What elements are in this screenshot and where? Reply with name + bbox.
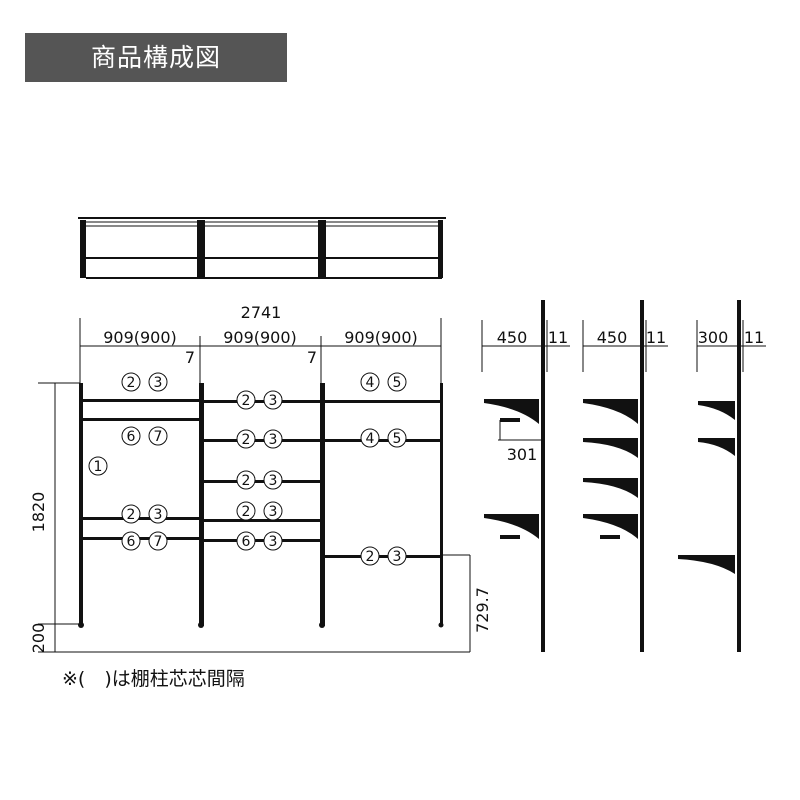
height-label: 1820 [29,492,48,533]
svg-text:2: 2 [242,504,251,520]
plan-view [78,217,446,279]
part-label-texts: 2 3 6 7 1 2 3 6 7 2 3 2 3 2 3 2 3 6 3 4 5 4 5 2 3 [94,375,402,565]
svg-text:2: 2 [127,375,136,391]
svg-text:6: 6 [242,534,251,550]
svg-text:6: 6 [127,534,136,550]
svg-text:3: 3 [269,504,278,520]
svg-text:3: 3 [154,375,163,391]
side3-depth-label: 300 [698,328,729,347]
svg-text:5: 5 [393,375,402,391]
page-title: 商品構成図 [25,33,287,82]
svg-text:7: 7 [154,534,163,550]
svg-text:4: 4 [366,431,375,447]
svg-text:3: 3 [269,432,278,448]
svg-text:2: 2 [366,549,375,565]
svg-text:3: 3 [393,549,402,565]
side2-depth-label: 450 [597,328,628,347]
front-view [78,383,444,628]
svg-text:5: 5 [393,431,402,447]
svg-text:3: 3 [154,507,163,523]
svg-text:4: 4 [366,375,375,391]
front-dimensions [38,318,471,653]
side-view-1 [481,300,570,652]
svg-text:3: 3 [269,393,278,409]
svg-text:6: 6 [127,429,136,445]
bay-width-label-2: 909(900) [223,328,297,347]
bay-width-label-1: 909(900) [103,328,177,347]
side2-thickness-label: 11 [646,328,666,347]
gap-label-2: 7 [307,348,317,367]
footnote: ※( )は棚柱芯芯間隔 [62,668,245,690]
side-view-2 [582,300,668,652]
svg-text:3: 3 [269,534,278,550]
side1-extra-label: 301 [507,445,538,464]
svg-text:1: 1 [94,459,103,475]
shelf-height-label: 729.7 [473,587,492,633]
bay-width-label-3: 909(900) [344,328,418,347]
gap-label-1: 7 [185,348,195,367]
svg-text:2: 2 [127,507,136,523]
overall-width-label: 2741 [241,303,282,322]
svg-text:2: 2 [242,473,251,489]
side-view-3 [678,300,766,652]
svg-text:3: 3 [269,473,278,489]
svg-text:2: 2 [242,393,251,409]
side3-thickness-label: 11 [744,328,764,347]
svg-text:7: 7 [154,429,163,445]
part-labels [88,372,407,566]
base-label: 200 [29,623,48,654]
svg-text:2: 2 [242,432,251,448]
side1-depth-label: 450 [497,328,528,347]
side1-thickness-label: 11 [548,328,568,347]
